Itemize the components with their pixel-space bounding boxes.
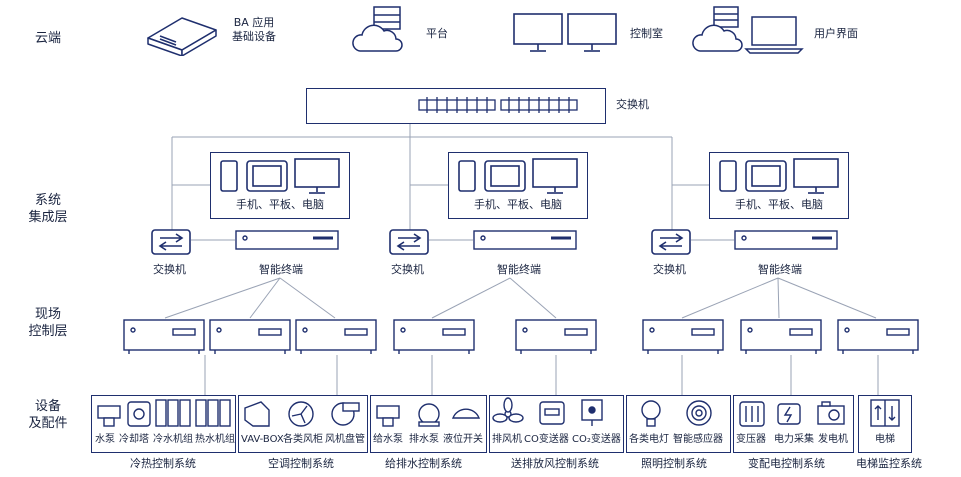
equipment-label: 智能感应器 [673,434,723,445]
terminal-label-1: 智能终端 [259,263,303,276]
equipment-label: 风机盘管 [325,434,365,445]
layer-label-device: 设备 及配件 [28,399,68,431]
hvac-equipment-icons [244,401,360,427]
devices-label-2: 手机、平板、电脑 [474,198,562,211]
equipment-label: 电力采集 [774,434,814,445]
server-appliance-icon [147,17,217,56]
devices-label-1: 手机、平板、电脑 [236,198,324,211]
control-room-label: 控制室 [630,27,663,40]
switch-label-3: 交换机 [653,263,686,276]
devices-box-2: 手机、平板、电脑 [448,152,588,219]
equipment-label: 电梯 [875,434,895,445]
cloud-laptop-icon [692,6,804,54]
equipment-label: 冷水机组 [153,434,193,445]
equipment-box-cooling: 水泵 冷却塔 冷水机组 热水机组 [91,395,236,453]
equipment-label: CO变送器 [524,434,569,445]
equipment-label: 各类风柜 [283,434,323,445]
equipment-box-air: 排风机 CO变送器 CO₂变送器 [489,395,624,453]
field-controller-4 [393,319,475,354]
field-controller-8 [837,319,919,354]
equipment-label: 各类电灯 [629,434,669,445]
equipment-box-elevator: 电梯 [858,395,912,453]
switch-label-1: 交换机 [153,263,186,276]
equipment-box-light: 各类电灯 智能感应器 [626,395,731,453]
equipment-label: 排水泵 [409,434,439,445]
equipment-label: 发电机 [818,434,848,445]
system-label-lighting: 照明控制系统 [641,457,707,470]
devices-box-1: 手机、平板、电脑 [210,152,350,219]
user-ui-label: 用户界面 [814,27,858,40]
platform-label: 平台 [426,27,448,40]
equipment-label: 热水机组 [195,434,235,445]
equipment-label: 排风机 [492,434,522,445]
devices-box-3: 手机、平板、电脑 [709,152,849,219]
system-label-hvac: 空调控制系统 [268,457,334,470]
field-controller-1 [123,319,205,354]
system-label-water: 给排水控制系统 [385,457,462,470]
equipment-label: CO₂变送器 [572,434,621,445]
monitors-icon [513,13,617,52]
equipment-label: 冷却塔 [119,434,149,445]
equipment-label: VAV-BOX [241,434,284,445]
field-controller-7 [740,319,822,354]
phone-tablet-pc-icon [719,158,839,194]
equipment-label: 水泵 [95,434,115,445]
equipment-label: 液位开关 [443,434,483,445]
ba-app-label: BA 应用 基础设备 [232,16,276,43]
system-label-power: 变配电控制系统 [748,457,825,470]
switch-icon-1 [151,229,191,255]
main-switch-label: 交换机 [616,98,649,111]
devices-label-3: 手机、平板、电脑 [735,198,823,211]
equipment-box-hvac: VAV-BOX 各类风柜 风机盘管 [238,395,368,453]
equipment-box-power: 变压器 电力采集 发电机 [733,395,854,453]
terminal-device-2 [473,230,577,250]
cooling-equipment-icons [97,399,231,427]
layer-label-cloud: 云端 [34,31,61,46]
phone-tablet-pc-icon [458,158,578,194]
air-equipment-icons [492,397,603,426]
system-label-air: 送排放风控制系统 [511,457,599,470]
switch-icon-3 [651,229,691,255]
field-controller-5 [515,319,597,354]
field-controller-2 [209,319,291,354]
field-controller-3 [295,319,377,354]
switch-label-2: 交换机 [391,263,424,276]
equipment-label: 变压器 [736,434,766,445]
layer-label-field: 现场 控制层 [28,307,68,339]
water-equipment-icons [376,403,481,427]
terminal-label-2: 智能终端 [497,263,541,276]
main-switch [306,88,606,124]
elevator-icon [870,399,900,427]
terminal-label-3: 智能终端 [758,263,802,276]
equipment-box-water: 给水泵 排水泵 液位开关 [370,395,487,453]
terminal-device-3 [734,230,838,250]
lighting-equipment-icons [641,400,712,427]
cloud-server-icon [352,6,403,52]
switch-icon-2 [389,229,429,255]
power-equipment-icons [739,401,845,427]
equipment-label: 给水泵 [373,434,403,445]
terminal-device-1 [235,230,339,250]
field-controller-6 [642,319,724,354]
layer-label-system: 系统 集成层 [28,193,68,225]
system-label-cooling: 冷热控制系统 [130,457,196,470]
system-label-elevator: 电梯监控系统 [856,457,922,470]
phone-tablet-pc-icon [220,158,340,194]
